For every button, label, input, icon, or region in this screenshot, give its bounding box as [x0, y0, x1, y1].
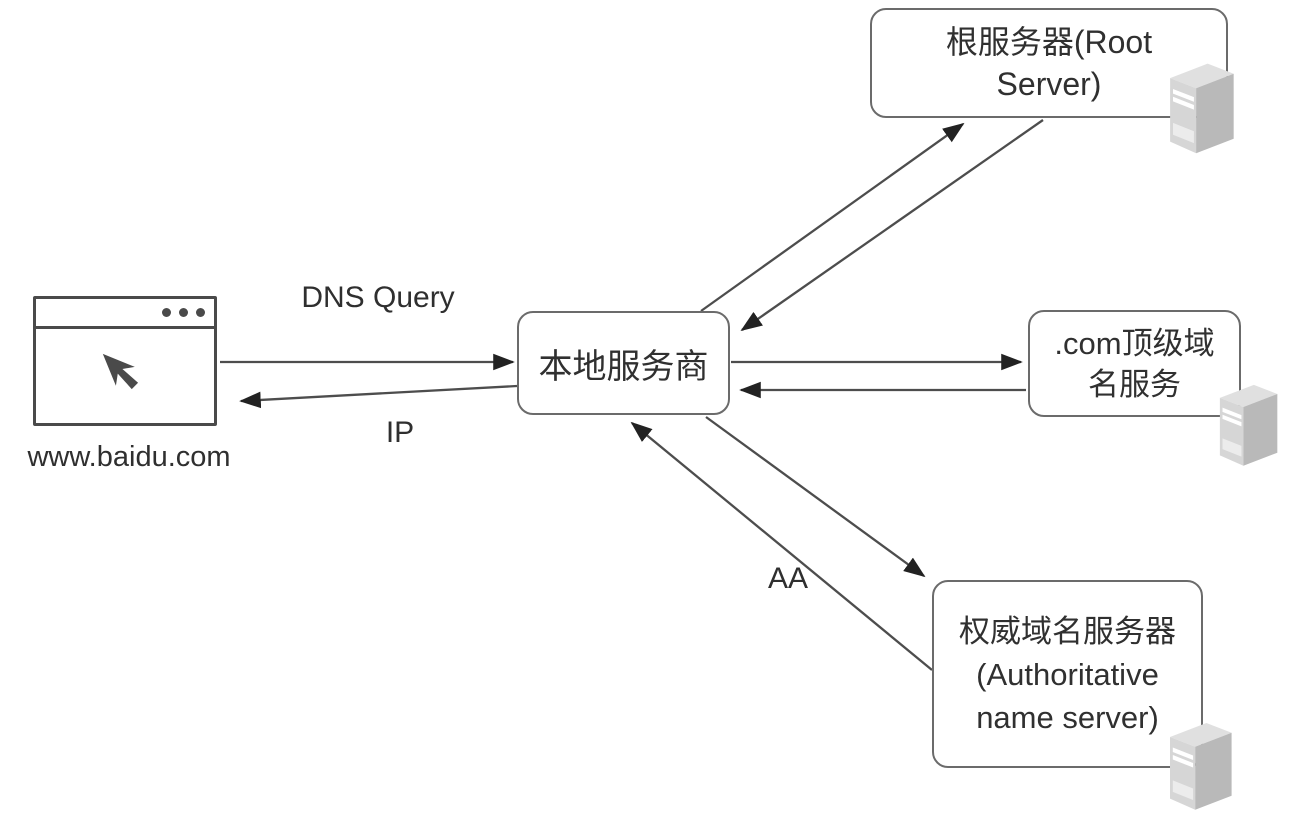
node-label-line: 名服务 [1088, 366, 1181, 402]
node-label-line: (Authoritative [976, 656, 1159, 692]
server-icon [1170, 63, 1234, 154]
node-local-resolver: 本地服务商 [517, 311, 730, 415]
server-icon [1170, 723, 1232, 810]
node-root-server: 根服务器(Root Server) [870, 8, 1228, 118]
edge-query-authoritative [705, 416, 926, 578]
aa-label: AA [767, 562, 809, 595]
window-dot-icon [196, 308, 205, 317]
edge-root-reply [740, 119, 1044, 332]
edge-ip-response [239, 384, 518, 409]
ip-label: IP [385, 416, 415, 449]
server-icon [1219, 384, 1278, 466]
dns-query-label: DNS Query [301, 281, 455, 314]
window-dot-icon [179, 308, 188, 317]
node-tld-server: .com顶级域 名服务 [1028, 310, 1241, 417]
node-label-line: 本地服务商 [538, 347, 709, 386]
node-authoritative-server: 权威域名服务器 (Authoritative name server) [932, 580, 1203, 768]
browser-window-icon [33, 296, 217, 426]
node-label-line: Server) [996, 66, 1102, 102]
browser-titlebar [36, 299, 214, 329]
node-label-line: 权威域名服务器 [959, 613, 1176, 649]
window-dot-icon [162, 308, 171, 317]
node-label-line: 根服务器(Root [945, 24, 1153, 60]
client-url-label: www.baidu.com [27, 441, 231, 473]
arrow-cursor-icon [102, 353, 139, 390]
edge-query-root [700, 122, 965, 312]
edge-authoritative-reply [630, 421, 933, 671]
node-label-line: .com顶级域 [1054, 325, 1215, 361]
browser-viewport [36, 329, 214, 423]
node-label-line: name server) [976, 699, 1159, 735]
